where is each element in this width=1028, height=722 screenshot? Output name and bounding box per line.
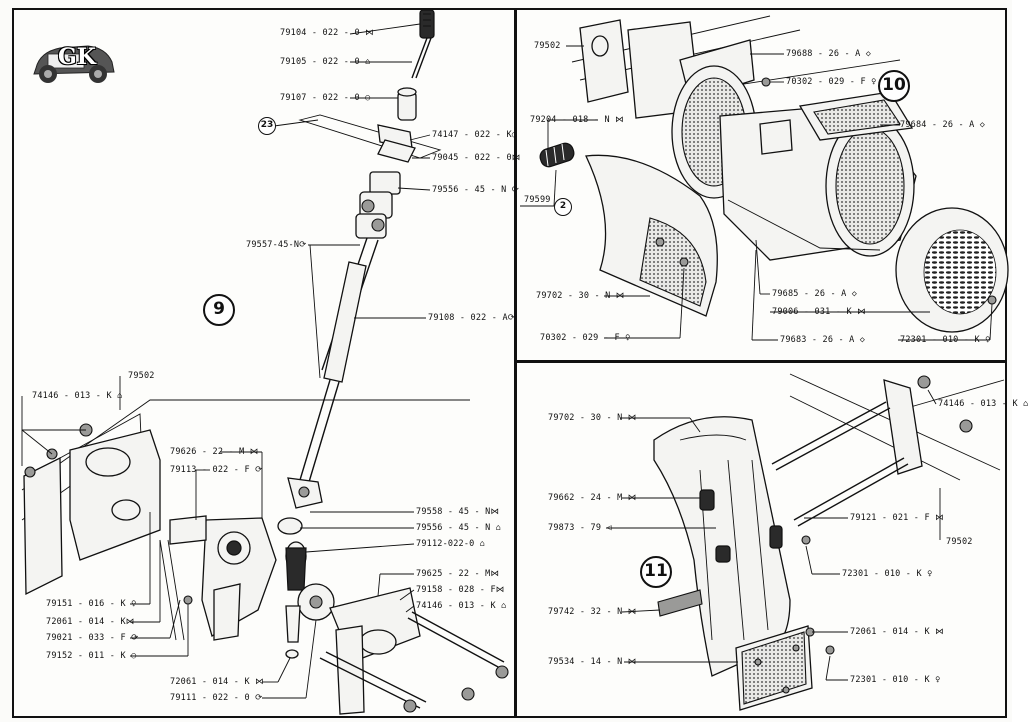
car-logo-icon [33,45,115,83]
logo-text: GK [58,44,96,70]
part-number-label: 72301 - 010 - K ♀ [842,569,933,579]
part-number-label: 72301 - 010 - K ♀ [900,335,991,345]
part-number-label: 79502 [946,537,973,547]
section-9-leaders [21,23,431,699]
part-number-label: 79045 - 022 - 0⋈ [432,153,521,163]
strap-79742 [657,589,703,617]
part-number-label: 79006 - 031 - K ⋈ [772,307,866,317]
part-number-label: 79742 - 32 - N ⋈ [548,607,637,617]
part-number-label: 79684 - 26 - A ◇ [900,120,986,130]
part-number-label: 74146 - 013 - K ⌂ [938,399,1028,409]
spring-79204 [539,142,575,168]
part-number-label: 79112-022-0 ⌂ [416,539,486,549]
section-11-badge: 11 [640,556,672,588]
part-number-label: 79502 [534,41,561,51]
part-number-label: 72061 - 014 - K ⋈ [170,677,264,687]
frame-bracket-10 [579,19,629,103]
part-number-label: 79685 - 26 - A ◇ [772,289,858,299]
part-number-label: 72061 - 014 - K ⋈ [850,627,944,637]
mounting-post-11 [883,379,923,475]
part-number-label: 79625 - 22 - M⋈ [416,569,500,579]
part-number-label: 79702 - 30 - N ⋈ [536,291,625,301]
section-10-badge: 10 [878,70,910,102]
part-number-label: 79152 - 011 - K ○ [46,651,137,661]
gk-logo: GK [26,28,122,90]
part-number-label: 79151 - 016 - K ♀ [46,599,137,609]
part-number-label: 79108 - 022 - A⟳ [428,313,516,323]
part-number-label: 79021 - 033 - F ⟳ [46,633,139,643]
part-number-label: 79702 - 30 - N ⋈ [548,413,637,423]
part-number-label: 79105 - 022 - 0 ⌂ [280,57,371,67]
part-number-label: 79556 - 45 - N ⌂ [416,523,502,533]
part-number-label: 79204 - 018 - N ⋈ [530,115,624,125]
part-number-label: 79121 - 021 - F ⋈ [850,513,944,523]
column-tube [323,261,367,383]
part-number-label: 79104 - 022 - 0 ⋈ [280,28,374,38]
part-number-label: 79599 [524,195,551,205]
section-9-ref-badge: 23 [258,117,276,135]
part-number-label: 79688 - 26 - A ◇ [786,49,872,59]
section-9-badge: 9 [203,294,235,326]
section-11-leaders [606,389,941,681]
part-number-label: 70302 - 029 - F ♀ [786,77,877,87]
part-number-label: 79662 - 24 - M ⋈ [548,493,637,503]
part-number-label: 79113 - 022 - F ⟳ [170,465,263,475]
part-number-label: 70302 - 029 - F ♀ [540,333,631,343]
part-number-label: 72061 - 014 - K⋈ [46,617,135,627]
part-number-label: 79558 - 45 - N⋈ [416,507,500,517]
part-number-label: 79502 [128,371,155,381]
section-10-ref-badge: 2 [554,198,572,216]
part-number-label: 74146 - 013 - K ⌂ [32,391,123,401]
part-number-label: 79683 - 26 - A ◇ [780,335,866,345]
section-10-leaders [520,45,993,341]
part-number-label: 79557-45-N⟳ [246,240,307,250]
part-number-label: 79107 - 022 - 0 ○ [280,93,371,103]
frame-rail [23,456,63,596]
part-number-label: 74146 - 013 - K ⌂ [416,601,507,611]
part-number-label: 79534 - 14 - N ⋈ [548,657,637,667]
part-number-label: 72301 - 010 - K ♀ [850,675,941,685]
part-number-label: 74147 - 022 - K○ [432,130,518,140]
part-number-label: 79626 - 22 - M ⋈ [170,447,259,457]
part-number-label: 79556 - 45 - N ⟳ [432,185,520,195]
part-number-label: 79111 - 022 - 0 ⟳ [170,693,263,703]
part-number-label: 79158 - 028 - F⋈ [416,585,505,595]
part-number-label: 79873 - 79 ◁ [548,523,612,533]
